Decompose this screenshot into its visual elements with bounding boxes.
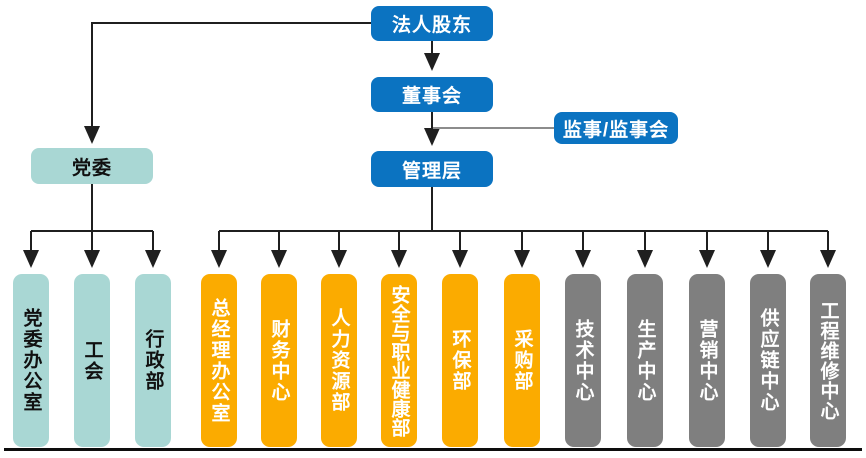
dept-safety-occupational-health: 安全与职业健康部 (381, 274, 417, 447)
bottom-rule (4, 448, 862, 451)
node-legal-shareholder: 法人股东 (371, 6, 493, 41)
dept-gm-office: 总经理办公室 (201, 274, 237, 447)
dept-labor-union: 工会 (74, 274, 110, 447)
dept-procurement: 采购部 (504, 274, 540, 447)
dept-party-committee-office: 党委办公室 (13, 274, 49, 447)
dept-environmental-protection: 环保部 (442, 274, 478, 447)
node-supervisory-board: 监事/监事会 (554, 112, 678, 144)
dept-production-center: 生产中心 (627, 274, 663, 447)
dept-supply-chain-center: 供应链中心 (750, 274, 786, 447)
node-management: 管理层 (371, 151, 493, 187)
dept-engineering-maintenance-center: 工程维修中心 (810, 274, 846, 447)
dept-administration: 行政部 (135, 274, 171, 447)
node-party-committee: 党委 (31, 148, 153, 184)
dept-technology-center: 技术中心 (565, 274, 601, 447)
dept-marketing-center: 营销中心 (689, 274, 725, 447)
dept-human-resources: 人力资源部 (321, 274, 357, 447)
dept-finance-center: 财务中心 (261, 274, 297, 447)
node-board-of-directors: 董事会 (371, 77, 493, 112)
